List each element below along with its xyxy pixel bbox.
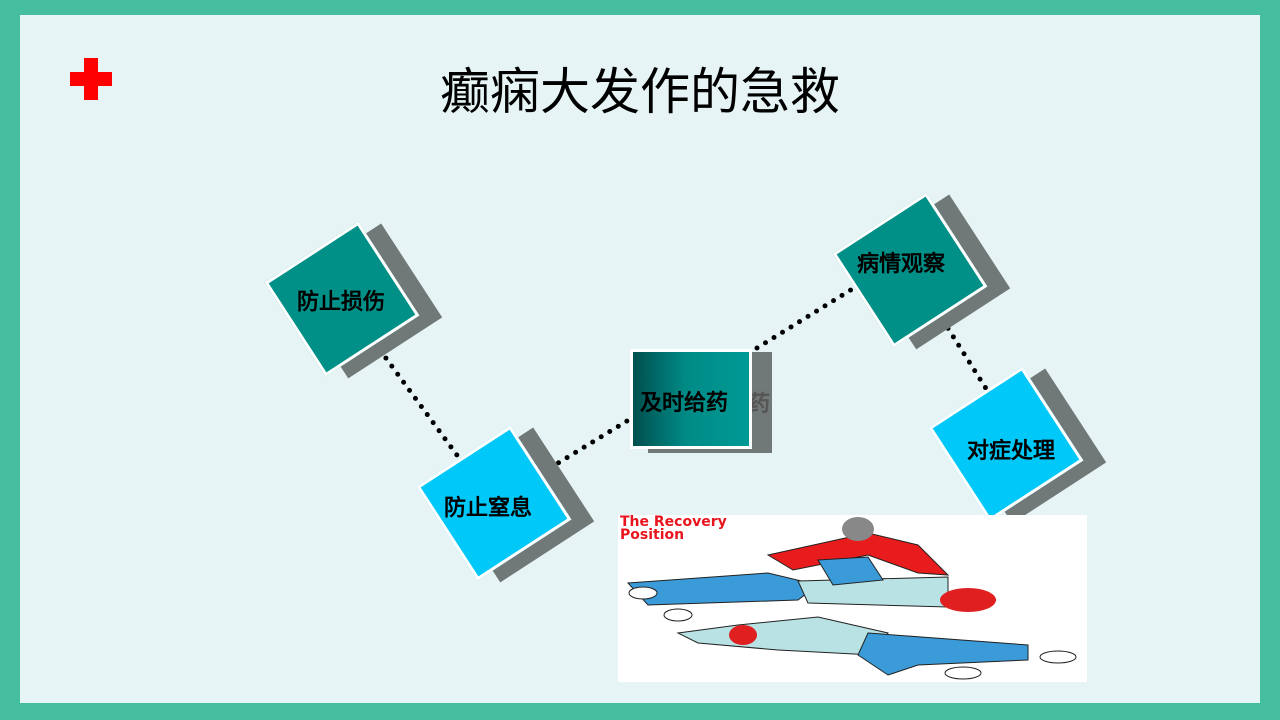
- step-ghost-text: 药: [748, 392, 771, 417]
- caption-line-2: Position: [620, 527, 685, 543]
- step-label-timely-medication: 及时给药: [640, 391, 729, 416]
- connector-1-2: [377, 347, 465, 465]
- connector-3-4: [754, 280, 865, 351]
- recovery-position-image: The Recovery Position: [618, 515, 1087, 682]
- step-label-symptomatic-treatment: 对症处理: [967, 439, 1056, 464]
- step-timely-medication: [630, 349, 752, 449]
- step-label-prevent-suffocation: 防止窒息: [444, 496, 533, 521]
- step-label-observe-condition: 病情观察: [857, 252, 946, 277]
- image-caption: The Recovery Position: [620, 514, 727, 543]
- red-cross-icon: [70, 58, 112, 100]
- recovery-position-illustration: [626, 517, 1077, 680]
- slide-title: 癫痫大发作的急救: [440, 63, 840, 121]
- connector-2-3: [547, 407, 648, 471]
- caption-line-1: The Recovery: [620, 514, 727, 530]
- step-label-prevent-injury: 防止损伤: [297, 290, 386, 315]
